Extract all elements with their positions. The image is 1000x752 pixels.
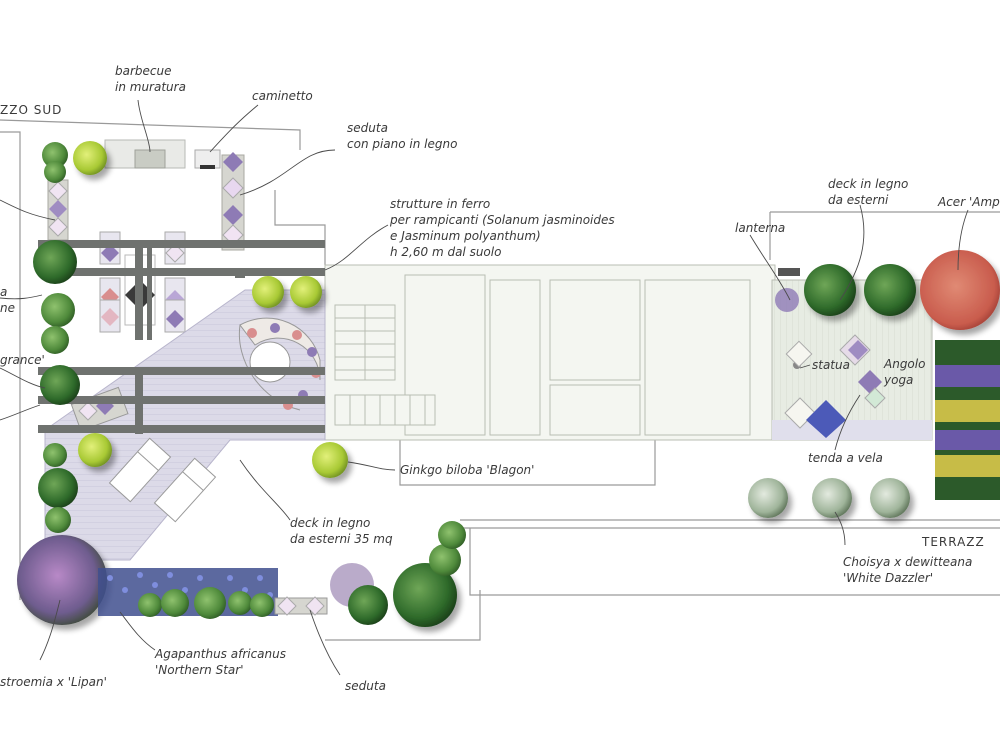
sail-awning (806, 400, 846, 438)
plants-south (17, 141, 466, 627)
label-angolo-2: yoga (883, 373, 913, 387)
label-lagerstroemia: stroemia x 'Lipan' (0, 675, 107, 689)
label-terrazzo-sud: ZZO SUD (0, 103, 62, 117)
label-seduta-legno-1: seduta (347, 121, 388, 135)
label-agapanthus-2: 'Northern Star' (155, 663, 244, 677)
label-deck-esterni-1: deck in legno (828, 177, 908, 191)
label-left-grance: grance' (0, 353, 45, 367)
cushion (223, 152, 243, 172)
label-left-ne: ne (0, 301, 15, 315)
label-barbecue-1: barbecue (115, 64, 172, 78)
label-terrazzo-right: TERRAZZ (921, 535, 985, 549)
label-barbecue-2: in muratura (115, 80, 186, 94)
label-deck-esterni-2: da esterni (828, 193, 889, 207)
label-choisya-2: 'White Dazzler' (843, 571, 933, 585)
terrace-walls (0, 119, 1000, 641)
building-plan (324, 264, 776, 441)
sun-loungers (108, 437, 217, 523)
label-tenda: tenda a vela (808, 451, 883, 465)
label-seduta-bottom: seduta (345, 679, 386, 693)
cushion (222, 177, 244, 199)
label-seduta-legno-2: con piano in legno (347, 137, 457, 151)
ginkgo-biloba (312, 442, 348, 478)
cushion (223, 205, 243, 225)
choisya-2 (812, 478, 852, 518)
label-left-a: a (0, 285, 7, 299)
round-table (249, 341, 291, 383)
label-choisya-1: Choisya x dewitteana (843, 555, 972, 569)
label-lanterna: lanterna (735, 221, 785, 235)
label-caminetto: caminetto (252, 89, 313, 103)
label-strutture-1: strutture in ferro (390, 197, 490, 211)
label-strutture-2: per rampicanti (Solanum jasminoides (389, 213, 615, 227)
label-deck-35-1: deck in legno (290, 516, 370, 530)
lagerstroemia-lipan (17, 535, 107, 625)
staircase (334, 304, 436, 426)
choisya-1 (748, 478, 788, 518)
label-angolo-1: Angolo (883, 357, 925, 371)
label-strutture-3: e Jasminum polyanthum) (390, 229, 541, 243)
label-acer: Acer 'Amp (937, 195, 1000, 209)
south-terrace (45, 139, 245, 333)
label-strutture-4: h 2,60 m dal suolo (390, 245, 501, 259)
leader-lines (0, 99, 969, 676)
label-ginkgo: Ginkgo biloba 'Blagon' (400, 463, 534, 477)
lantern (778, 268, 800, 276)
labels: ZZO SUD TERRAZZ barbecue in muratura cam… (0, 64, 1000, 693)
label-agapanthus-1: Agapanthus africanus (154, 647, 286, 661)
pergola-iron-structure (38, 240, 325, 434)
choisya-3 (870, 478, 910, 518)
acer-tree (920, 250, 1000, 330)
label-statua: statua (812, 358, 850, 372)
yoga-terrace (748, 250, 1000, 518)
barbecue-grill (134, 149, 166, 169)
label-deck-35-2: da esterni 35 mq (290, 532, 393, 546)
